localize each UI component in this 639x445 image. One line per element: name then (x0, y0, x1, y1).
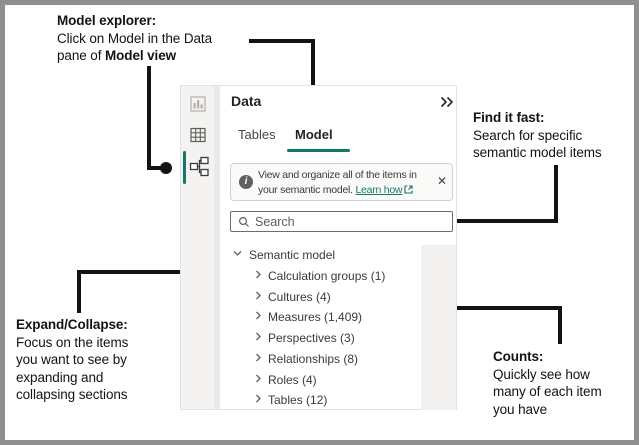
active-tab-underline (287, 149, 350, 152)
annotation-line: semantic model items (473, 145, 602, 160)
tree-item-label: Roles (4) (268, 373, 317, 387)
search-input[interactable] (255, 212, 445, 231)
annotation-line: Search for specific (473, 127, 583, 143)
pane-title: Data (231, 93, 262, 109)
chevron-right-icon (256, 394, 261, 403)
annotation-line: Focus on the items (16, 334, 129, 350)
annotation-find-it-fast: Find it fast: Search for specific semant… (473, 109, 602, 162)
tab-model[interactable]: Model (295, 127, 333, 142)
annotation-line: many of each item (493, 384, 602, 399)
annotation-line: Click on Model in the Data (57, 30, 212, 46)
annotation-line: you want to see by (16, 352, 127, 367)
callout-line-model-tab (311, 39, 315, 114)
chevron-right-icon (256, 311, 261, 320)
chevron-right-icon (256, 374, 261, 383)
callout-line-search (394, 219, 558, 223)
annotation-line: you have (493, 401, 547, 417)
tree-item-label: Relationships (8) (268, 352, 359, 366)
tree-item-label: Tables (12) (268, 393, 328, 407)
callout-line-expand-collapse (77, 270, 81, 313)
tree-item-perspectives[interactable]: Perspectives (3) (251, 329, 355, 345)
tree-item-tables[interactable]: Tables (12) (251, 391, 328, 407)
callout-line-counts (558, 306, 562, 344)
info-banner: i View and organize all of the items in … (230, 163, 453, 201)
tree-item-label: Semantic model (249, 248, 336, 262)
view-switcher-sidebar (181, 86, 214, 409)
table-view-icon[interactable] (189, 126, 207, 144)
annotation-counts: Counts: Quickly see how many of each ite… (493, 348, 602, 418)
tree-item-label: Measures (1,409) (268, 310, 363, 324)
chevron-down-icon (233, 251, 242, 256)
info-banner-text: View and organize all of the items in yo… (258, 169, 417, 196)
annotation-model-explorer: Model explorer: Click on Model in the Da… (57, 12, 212, 65)
tree-item-roles[interactable]: Roles (4) (251, 371, 317, 387)
tree-item-label: Perspectives (3) (268, 331, 355, 345)
callout-line-model-tab (249, 39, 315, 43)
tree-item-label: Calculation groups (1) (268, 269, 386, 283)
annotation-line: pane of Model view (57, 48, 177, 63)
annotation-line: collapsing sections (16, 387, 128, 402)
annotation-title: Counts: (493, 349, 544, 364)
callout-line-expand-collapse (77, 270, 227, 274)
close-icon[interactable]: ✕ (436, 174, 447, 188)
annotation-title: Find it fast: (473, 110, 545, 125)
tree-item-calculation-groups[interactable]: Calculation groups (1) (251, 267, 386, 283)
tree-item-measures[interactable]: Measures (1,409) (251, 308, 363, 324)
chevron-right-icon (256, 291, 261, 300)
tree-item-cultures[interactable]: Cultures (4) (251, 288, 331, 304)
model-view-selection-bar (183, 151, 186, 184)
annotation-title: Expand/Collapse: (16, 317, 128, 332)
chevron-right-icon (256, 332, 261, 341)
pane-right-gutter (421, 245, 456, 410)
info-icon: i (239, 175, 253, 189)
report-view-icon[interactable] (189, 95, 207, 113)
chevron-right-icon (256, 270, 261, 279)
annotation-line: Quickly see how (493, 366, 590, 382)
chevron-right-icon (256, 353, 261, 362)
callout-line-model-view-icon (147, 166, 165, 170)
annotation-line: expanding and (16, 369, 104, 385)
callout-line-search (554, 165, 558, 223)
tree-item-label: Cultures (4) (268, 290, 331, 304)
tab-tables[interactable]: Tables (238, 127, 276, 142)
model-view-icon[interactable] (189, 156, 210, 177)
search-box (230, 211, 453, 232)
callout-dot-model-view-icon (160, 162, 172, 174)
data-pane: Data Tables Model i View and organize al… (180, 85, 457, 410)
search-icon (238, 216, 249, 227)
tree-item-relationships[interactable]: Relationships (8) (251, 350, 359, 366)
callout-line-model-view-icon (147, 66, 151, 170)
collapse-pane-icon[interactable] (439, 94, 455, 110)
annotation-title: Model explorer: (57, 13, 157, 28)
external-link-icon (404, 184, 413, 194)
pane-divider (214, 86, 220, 409)
learn-how-link[interactable]: Learn how (355, 183, 403, 196)
annotation-expand-collapse: Expand/Collapse: Focus on the items you … (16, 316, 128, 404)
tree-item-semantic-model[interactable]: Semantic model (230, 246, 336, 262)
